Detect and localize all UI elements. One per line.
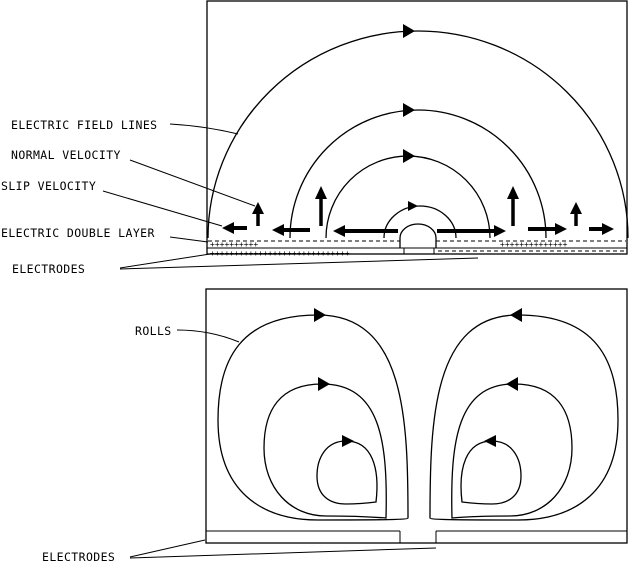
bottom-frame bbox=[205, 288, 628, 544]
plus-row-lower: +++++++++++++++++++++++++++++ bbox=[210, 249, 350, 258]
label-electric-field-lines: ELECTRIC FIELD LINES bbox=[11, 118, 157, 132]
field-arrow-outer bbox=[403, 24, 415, 38]
plus-row-left: ++++++++++ bbox=[210, 240, 258, 249]
field-arrow-3 bbox=[403, 149, 415, 163]
right-roll-middle bbox=[451, 383, 573, 519]
field-arrow-2 bbox=[403, 103, 415, 117]
plus-row-right: ++++++++++++++ bbox=[500, 240, 568, 249]
label-electrodes-top: ELECTRODES bbox=[12, 262, 85, 276]
top-electrodes: +++++++++++++++++++++++++++++ bbox=[207, 247, 627, 258]
leader-electrodes-top-1 bbox=[119, 253, 211, 269]
leader-normal-velocity bbox=[129, 159, 256, 207]
electric-double-layer: ++++++++++ ++++++++++++++ bbox=[208, 223, 626, 249]
leader-rolls bbox=[176, 329, 240, 343]
leader-electrodes-bottom-2 bbox=[129, 547, 437, 559]
normal-velocity-arrows bbox=[252, 186, 582, 226]
right-roll-arrow-middle bbox=[506, 377, 518, 391]
leader-field-lines bbox=[169, 123, 239, 135]
right-roll-group bbox=[429, 308, 619, 521]
left-roll-arrow-middle bbox=[318, 377, 330, 391]
leader-electrodes-top-2 bbox=[119, 257, 479, 270]
field-line-outer bbox=[207, 30, 629, 239]
leader-electrodes-bottom-1 bbox=[129, 539, 206, 558]
leader-slip-velocity bbox=[102, 190, 223, 227]
field-line-2 bbox=[289, 109, 547, 239]
top-frame bbox=[206, 0, 628, 255]
label-slip-velocity: SLIP VELOCITY bbox=[1, 179, 96, 193]
right-roll-arrow-outer bbox=[510, 308, 522, 322]
label-electric-double-layer: ELECTRIC DOUBLE LAYER bbox=[1, 226, 155, 240]
left-roll-arrow-inner bbox=[342, 435, 354, 447]
label-electrodes-bottom: ELECTRODES bbox=[42, 550, 115, 564]
field-line-inner bbox=[383, 205, 457, 239]
left-roll-group bbox=[217, 308, 409, 521]
right-roll-inner bbox=[460, 440, 522, 505]
left-roll-arrow-outer bbox=[314, 308, 326, 322]
left-roll-middle bbox=[263, 383, 387, 519]
label-rolls: ROLLS bbox=[135, 324, 172, 338]
label-normal-velocity: NORMAL VELOCITY bbox=[11, 148, 121, 162]
bottom-electrodes bbox=[206, 530, 627, 543]
left-roll-outer bbox=[217, 314, 409, 521]
leader-double-layer bbox=[169, 236, 209, 243]
slip-velocity-arrows bbox=[222, 222, 614, 237]
right-roll-outer bbox=[429, 314, 619, 521]
right-roll-arrow-inner bbox=[484, 435, 496, 447]
field-arrow-inner bbox=[408, 201, 418, 211]
bottom-panel: ROLLS ELECTRODES bbox=[42, 288, 628, 564]
left-roll-inner bbox=[316, 440, 378, 505]
top-panel: ++++++++++ ++++++++++++++ ++++++++++++++… bbox=[1, 0, 629, 276]
